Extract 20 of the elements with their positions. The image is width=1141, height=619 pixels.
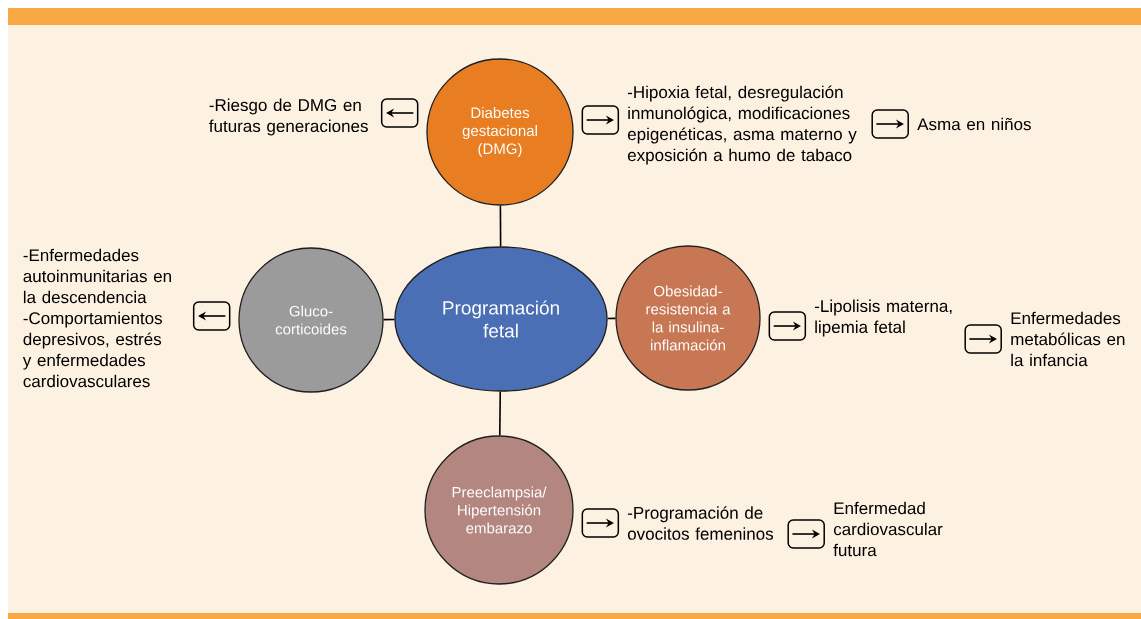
boxed-arrow xyxy=(380,98,419,128)
connector-line xyxy=(606,317,617,320)
boxed-arrow xyxy=(192,301,231,331)
boxed-arrow xyxy=(581,105,620,135)
boxed-arrow xyxy=(871,109,909,139)
connector-line xyxy=(499,204,502,248)
connector-line xyxy=(382,318,396,321)
outcome-text: -Enfermedades autoinmunitarias en la descendencia -Comportamientos depresivos, estrés y enfermedades cardiovasculares xyxy=(22,248,171,388)
outcome-text: Enfermedades metabólicas en la infancia xyxy=(1011,311,1125,367)
outcome-text: -Programación de ovocitos femeninos xyxy=(627,506,774,540)
outcome-text: Asma en niños xyxy=(917,117,1031,131)
outcome-text: -Riesgo de DMG en futuras generaciones xyxy=(209,98,368,136)
boxed-arrow xyxy=(581,508,620,538)
boxed-arrow xyxy=(964,324,1002,354)
boxed-arrow xyxy=(787,519,825,549)
outcome-text: -Lipolisis materna, lipemia fetal xyxy=(814,299,952,337)
connector-line xyxy=(499,390,502,437)
boxed-arrow xyxy=(768,311,807,341)
outcome-text: -Hipoxia fetal, desregulación inmunológica, modificaciones epigenéticas, asma materno y exposición a humo de tabaco xyxy=(627,85,857,165)
outcome-text: Enfermedad cardiovascular futura xyxy=(833,501,943,557)
